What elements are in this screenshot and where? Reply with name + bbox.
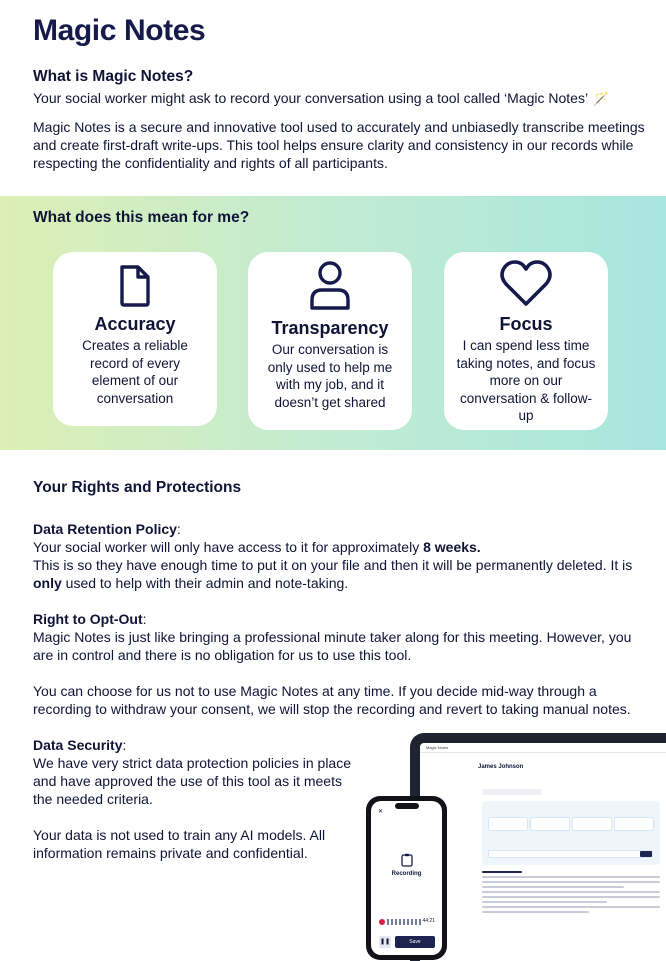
intro-line: Your social worker might ask to record y… — [33, 90, 610, 106]
clipboard-icon — [401, 853, 413, 867]
waveform — [387, 919, 423, 925]
close-icon: ✕ — [378, 809, 384, 815]
optout-para2: You can choose for us not to use Magic N… — [33, 683, 631, 717]
optout-title: Right to Opt-Out — [33, 611, 143, 627]
laptop-illustration: Magic Notes James Johnson — [410, 733, 666, 961]
optout-para1: Magic Notes is just like bringing a prof… — [33, 629, 632, 663]
meaning-heading: What does this mean for me? — [33, 209, 250, 226]
template-chip — [530, 817, 570, 831]
card-body: I can spend less time taking notes, and … — [456, 338, 596, 423]
recording-time: 44:21 — [422, 918, 435, 924]
save-button: Save — [395, 936, 435, 948]
phone-illustration: ✕ Recording 44:21 ❚❚ Save — [366, 796, 447, 960]
intro-section: What is Magic Notes? Your social worker … — [33, 68, 648, 172]
intro-paragraph: Magic Notes is a secure and innovative t… — [33, 119, 645, 171]
intro-heading: What is Magic Notes? — [33, 68, 194, 85]
retention-line2: This is so they have enough time to put … — [33, 557, 633, 591]
card-accuracy: Accuracy Creates a reliable record of ev… — [53, 252, 217, 426]
laptop-screen: Magic Notes James Johnson — [420, 743, 666, 961]
client-name: James Johnson — [478, 764, 524, 770]
card-body: Creates a reliable record of every eleme… — [82, 338, 188, 406]
recording-bar: 44:21 — [379, 918, 435, 925]
recording-label: Recording — [391, 871, 422, 877]
template-chip — [572, 817, 612, 831]
person-icon — [310, 261, 350, 310]
template-chip — [488, 817, 528, 831]
app-header: Magic Notes — [420, 743, 666, 753]
summary-text — [482, 871, 660, 961]
pause-icon: ❚❚ — [379, 936, 391, 948]
changes-input — [488, 850, 653, 858]
card-title: Focus — [499, 314, 553, 334]
tabs-placeholder — [482, 789, 542, 795]
security-title: Data Security — [33, 737, 123, 753]
card-transparency: Transparency Our conversation is only us… — [248, 252, 412, 430]
record-dot-icon — [379, 919, 385, 925]
retention-title: Data Retention Policy — [33, 521, 177, 537]
retention-line1: Your social worker will only have access… — [33, 539, 481, 555]
rights-heading: Your Rights and Protections — [33, 479, 242, 496]
card-focus: Focus I can spend less time taking notes… — [444, 252, 608, 430]
retention-block: Data Retention Policy: Your social worke… — [33, 521, 633, 591]
meaning-section: What does this mean for me? Accuracy Cre… — [0, 196, 666, 450]
card-body: Our conversation is only used to help me… — [267, 342, 393, 410]
magic-notes-logo: Magic Notes — [33, 14, 206, 47]
card-title: Accuracy — [94, 314, 176, 334]
phone-notch — [395, 803, 419, 809]
phone-screen: ✕ Recording 44:21 ❚❚ Save — [371, 801, 442, 955]
changes-button — [640, 851, 652, 857]
rights-section: Your Rights and Protections Data Retenti… — [33, 479, 633, 880]
document-icon — [120, 265, 150, 307]
security-para1: We have very strict data protection poli… — [33, 755, 352, 807]
optout-block: Right to Opt-Out: Magic Notes is just li… — [33, 611, 632, 717]
security-block: Data Security: We have very strict data … — [33, 736, 353, 862]
template-chip — [614, 817, 654, 831]
heart-icon — [500, 260, 552, 306]
magic-wand-icon: 🪄 — [593, 91, 610, 106]
security-para2: Your data is not used to train any AI mo… — [33, 827, 326, 861]
card-title: Transparency — [271, 318, 389, 338]
